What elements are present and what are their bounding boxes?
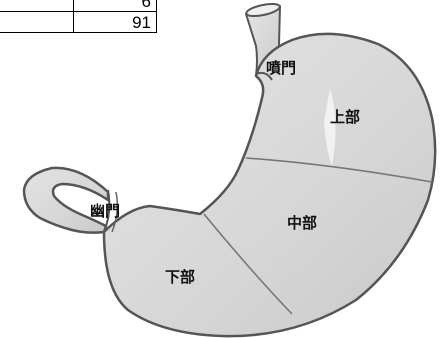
pylorus-ring-inner: [111, 191, 119, 233]
duodenum: [22, 166, 110, 234]
table-cell: 91: [73, 11, 157, 33]
stomach-body: [102, 32, 437, 338]
cardia-ring: [255, 71, 273, 81]
table-row: 91: [0, 11, 157, 33]
label-lower: 下部: [165, 268, 196, 286]
highlight: [324, 88, 336, 166]
label-cardia: 噴門: [266, 59, 297, 77]
esophagus-opening: [245, 2, 281, 18]
label-upper: 上部: [330, 108, 361, 126]
label-pylorus: 幽門: [90, 202, 121, 220]
summary-table: 6 91: [0, 0, 157, 33]
label-middle: 中部: [287, 214, 318, 232]
divider-middle-lower: [203, 213, 293, 315]
pylorus-ring: [103, 189, 111, 233]
divider-upper-middle: [245, 157, 433, 183]
table-row: 6: [0, 0, 157, 12]
